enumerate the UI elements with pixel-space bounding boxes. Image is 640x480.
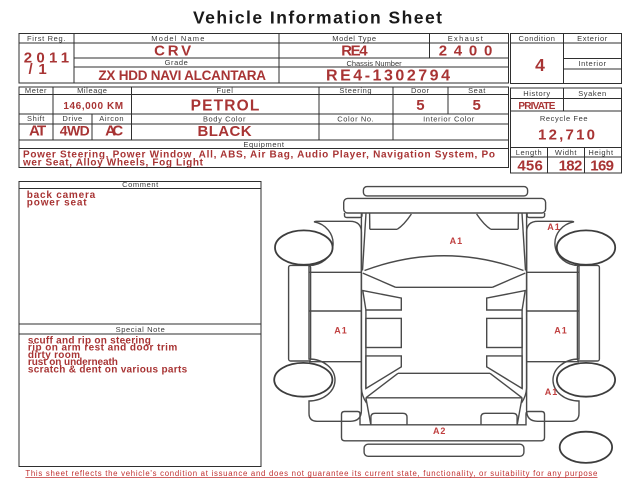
svg-text:A1: A1 <box>554 326 568 336</box>
svg-text:History: History <box>523 89 551 98</box>
svg-text:PRIVATE: PRIVATE <box>518 101 555 112</box>
svg-text:Fuel: Fuel <box>217 86 234 95</box>
svg-text:Shift: Shift <box>27 114 45 123</box>
svg-text:rust on underneath: rust on underneath <box>28 357 118 368</box>
svg-text:Exterior: Exterior <box>577 34 608 43</box>
svg-text:Equipment: Equipment <box>243 140 285 149</box>
svg-text:scuff and rip on steering: scuff and rip on steering <box>28 335 151 346</box>
svg-text:ZX HDD NAVI ALCANTARA: ZX HDD NAVI ALCANTARA <box>98 68 266 83</box>
svg-text:AC: AC <box>105 123 123 140</box>
svg-text:This sheet reflects the vehicl: This sheet reflects the vehicle's condit… <box>25 469 597 478</box>
svg-text:Comment: Comment <box>122 180 159 189</box>
svg-text:Height: Height <box>588 148 614 157</box>
svg-text:146,000 KM: 146,000 KM <box>63 101 123 112</box>
svg-text:wer Seat, Alloy Wheels, Fog Li: wer Seat, Alloy Wheels, Fog Light <box>22 158 204 169</box>
svg-text:Grade: Grade <box>165 58 189 67</box>
svg-text:Condition: Condition <box>518 34 555 43</box>
svg-text:5: 5 <box>473 97 481 114</box>
svg-text:A1: A1 <box>545 387 559 397</box>
svg-text:A2: A2 <box>433 426 447 436</box>
svg-text:Interior: Interior <box>578 59 606 68</box>
svg-text:Interior Color: Interior Color <box>423 115 475 124</box>
svg-text:Mileage: Mileage <box>77 86 107 95</box>
svg-text:Drive: Drive <box>62 114 83 123</box>
svg-text:Special Note: Special Note <box>116 325 166 334</box>
svg-text:12,710: 12,710 <box>538 127 595 144</box>
svg-text:Syaken: Syaken <box>578 89 607 98</box>
svg-text:back camera: back camera <box>27 190 96 201</box>
svg-text:Recycle Fee: Recycle Fee <box>540 114 588 123</box>
svg-text:4WD: 4WD <box>60 123 90 139</box>
svg-text:A1: A1 <box>334 326 348 336</box>
svg-text:Body Color: Body Color <box>203 115 246 124</box>
svg-text:First Reg.: First Reg. <box>27 34 66 43</box>
svg-text:/1: /1 <box>29 61 47 78</box>
svg-text:Exhaust: Exhaust <box>448 34 484 43</box>
svg-text:Meter: Meter <box>25 86 47 95</box>
svg-text:A1: A1 <box>547 222 561 232</box>
svg-text:456: 456 <box>517 157 542 174</box>
svg-text:Length: Length <box>516 148 543 157</box>
svg-text:rip on arm rest and door trim: rip on arm rest and door trim <box>28 343 177 354</box>
svg-text:169: 169 <box>590 157 614 174</box>
svg-text:RE4-1302794: RE4-1302794 <box>326 68 450 85</box>
svg-text:Aircon: Aircon <box>99 114 124 123</box>
svg-text:Power Steering, Power Window: Power Steering, Power Window All, ABS, A… <box>23 150 495 161</box>
svg-text:power seat: power seat <box>27 198 87 209</box>
svg-text:BLACK: BLACK <box>198 123 252 140</box>
svg-text:182: 182 <box>559 157 583 174</box>
svg-text:AT: AT <box>29 123 46 140</box>
svg-text:scratch & dent on various part: scratch & dent on various parts <box>28 365 188 376</box>
svg-text:CRV: CRV <box>154 43 191 60</box>
svg-text:Chassis Number: Chassis Number <box>347 59 403 68</box>
svg-text:dirty room: dirty room <box>28 350 80 361</box>
svg-text:Model Name: Model Name <box>151 34 205 43</box>
svg-text:4: 4 <box>535 55 545 75</box>
svg-text:RE4: RE4 <box>341 43 368 60</box>
svg-text:Steering: Steering <box>339 86 372 95</box>
svg-text:Door: Door <box>411 86 430 95</box>
svg-text:PETROL: PETROL <box>191 98 260 115</box>
svg-text:5: 5 <box>416 97 424 114</box>
svg-text:Color No.: Color No. <box>337 115 374 124</box>
svg-text:Model Type: Model Type <box>332 34 376 43</box>
svg-text:A1: A1 <box>450 236 464 246</box>
svg-text:Seat: Seat <box>468 86 486 95</box>
svg-text:Vehicle Information Sheet: Vehicle Information Sheet <box>193 8 442 28</box>
svg-text:Widht: Widht <box>555 148 577 157</box>
